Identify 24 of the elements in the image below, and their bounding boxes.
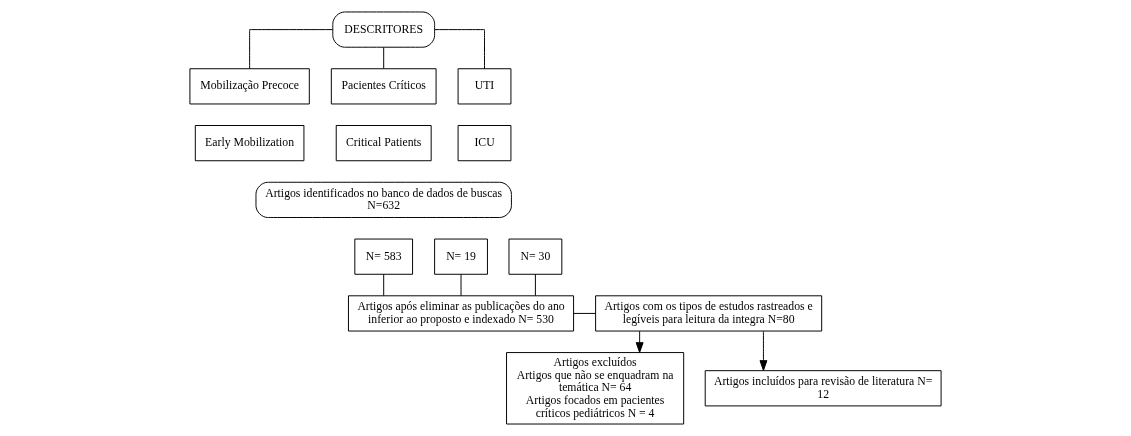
arrow: [759, 330, 768, 371]
node-box: Critical Patients: [335, 125, 432, 162]
node-box: Early Mobilization: [194, 125, 305, 162]
node-box: Mobilização Precoce: [189, 68, 310, 105]
node-box: Artigos identificados no banco de dados de buscas N=632: [255, 181, 512, 218]
node-box: Artigos incluídos para revisão de literatura N= 12: [704, 370, 942, 407]
node-box: Artigos excluídos Artigos que não se enquadram na temática N= 64 Artigos focados em pacientes críticos pediátricos N = 4: [506, 352, 685, 425]
node-box: ICU: [457, 125, 512, 162]
node-box: DESCRITORES: [332, 11, 436, 48]
node-box: N= 19: [434, 238, 488, 275]
connector: [460, 273, 462, 297]
node-box: N= 583: [354, 238, 414, 275]
node-box: UTI: [457, 68, 512, 105]
node-box: Pacientes Críticos: [330, 68, 437, 105]
arrow: [635, 330, 644, 353]
node-box: N= 30: [508, 238, 563, 275]
node-box: Artigos após eliminar as publicações do ano inferior ao proposto e indexado N= 530: [348, 295, 575, 332]
connector: [573, 312, 596, 314]
connector: [383, 273, 385, 297]
node-box: Artigos com os tipos de estudos rastreados e legíveis para leitura da integra N=80: [595, 295, 823, 332]
connector: [434, 29, 485, 70]
connector: [383, 46, 385, 69]
connector: [534, 273, 536, 297]
connector: [249, 29, 334, 70]
